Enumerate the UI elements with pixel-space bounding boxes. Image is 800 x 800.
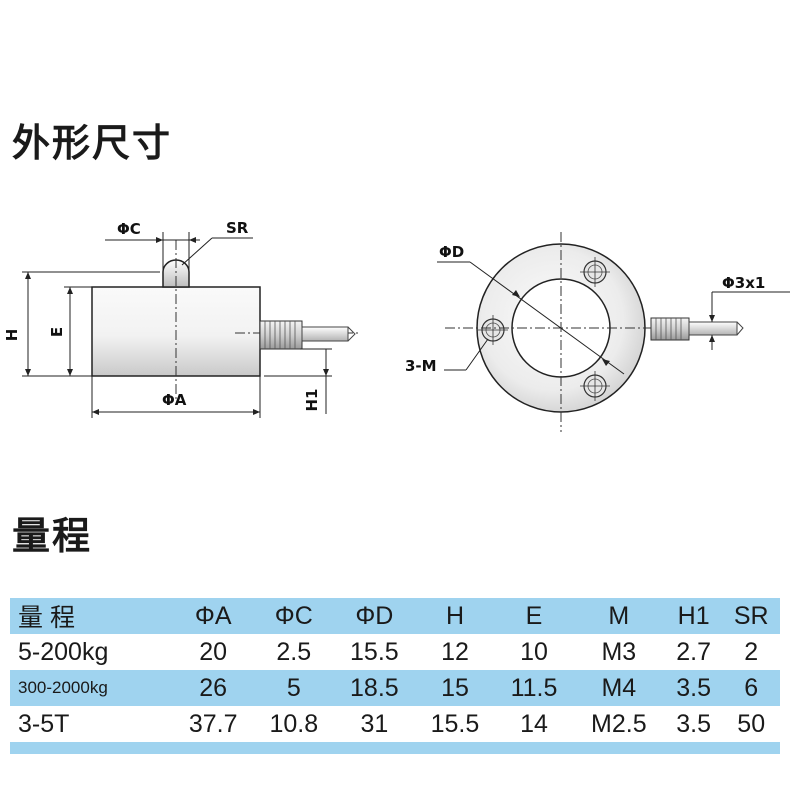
table-cell: 12	[441, 637, 469, 666]
table-header-row: 量 程 ΦA ΦC ΦD H E M H1 SR	[10, 598, 780, 634]
cable	[301, 326, 349, 342]
phi-3x1-label: Φ3x1	[722, 274, 765, 292]
header-cell: ΦA	[194, 601, 232, 630]
table-cell: 2.7	[676, 637, 711, 666]
table-cell: 15	[441, 673, 469, 702]
header-cell: ΦD	[355, 601, 394, 630]
table-cell: M4	[601, 673, 637, 702]
table-cell: 3.5	[676, 673, 711, 702]
side-view: ΦC SR H E ΦA H1	[3, 219, 360, 418]
top-view: ΦD Φ3x1 3-M	[405, 232, 790, 432]
table-cell: 3-5T	[18, 709, 70, 738]
table-cell: 10.8	[269, 709, 319, 738]
top-cable	[688, 321, 738, 336]
spec-table: 量 程 ΦA ΦC ΦD H E M H1 SR 5-200kg 20 2.5 …	[10, 598, 780, 754]
table-cell: 6	[744, 673, 759, 702]
table-footer-band	[10, 742, 780, 754]
e-label: E	[48, 327, 66, 337]
table-cell: 37.7	[188, 709, 238, 738]
table-row: 300-2000kg 26 5 18.5 15 11.5 M4 3.5 6	[10, 670, 780, 706]
phi-a-label: ΦA	[162, 391, 187, 409]
table-cell: 50	[737, 709, 766, 738]
table-cell: 2.5	[276, 637, 312, 666]
table-cell: 3.5	[676, 709, 711, 738]
table-cell: 5-200kg	[18, 637, 109, 666]
top-thread-fitting	[650, 317, 690, 341]
header-cell: H1	[677, 601, 710, 630]
phi-d-label: ΦD	[439, 243, 464, 261]
table-row: 3-5T 37.7 10.8 31 15.5 14 M2.5 3.5 50	[10, 706, 780, 742]
table-cell: M2.5	[591, 709, 647, 738]
thread-fitting	[259, 320, 303, 350]
table-cell: 14	[520, 709, 548, 738]
mounting-holes	[478, 257, 610, 401]
h-label: H	[3, 329, 21, 342]
header-cell: M	[608, 601, 630, 630]
header-cell: H	[445, 601, 464, 630]
table-cell: M3	[601, 637, 637, 666]
h1-label: H1	[303, 389, 321, 412]
header-cell: ΦC	[274, 601, 313, 630]
table-cell: 18.5	[350, 673, 399, 702]
table-cell: 300-2000kg	[18, 678, 108, 697]
table-cell: 5	[286, 673, 301, 702]
dimensions-heading: 外形尺寸	[12, 121, 173, 165]
table-cell: 15.5	[430, 709, 480, 738]
three-m-label: 3-M	[405, 357, 437, 375]
table-cell: 31	[360, 709, 389, 738]
header-cell: 量 程	[18, 604, 75, 632]
header-cell: SR	[733, 601, 769, 630]
table-cell: 15.5	[350, 637, 399, 666]
phi-c-label: ΦC	[117, 220, 141, 238]
sr-label: SR	[226, 219, 249, 237]
table-cell: 10	[520, 637, 548, 666]
range-heading: 量程	[12, 514, 93, 558]
table-cell: 20	[199, 637, 228, 666]
technical-drawing: ΦC SR H E ΦA H1	[3, 219, 790, 432]
table-cell: 2	[744, 637, 759, 666]
table-row: 5-200kg 20 2.5 15.5 12 10 M3 2.7 2	[10, 634, 780, 670]
table-cell: 26	[199, 673, 228, 702]
header-cell: E	[525, 601, 543, 630]
table-cell: 11.5	[510, 673, 558, 702]
